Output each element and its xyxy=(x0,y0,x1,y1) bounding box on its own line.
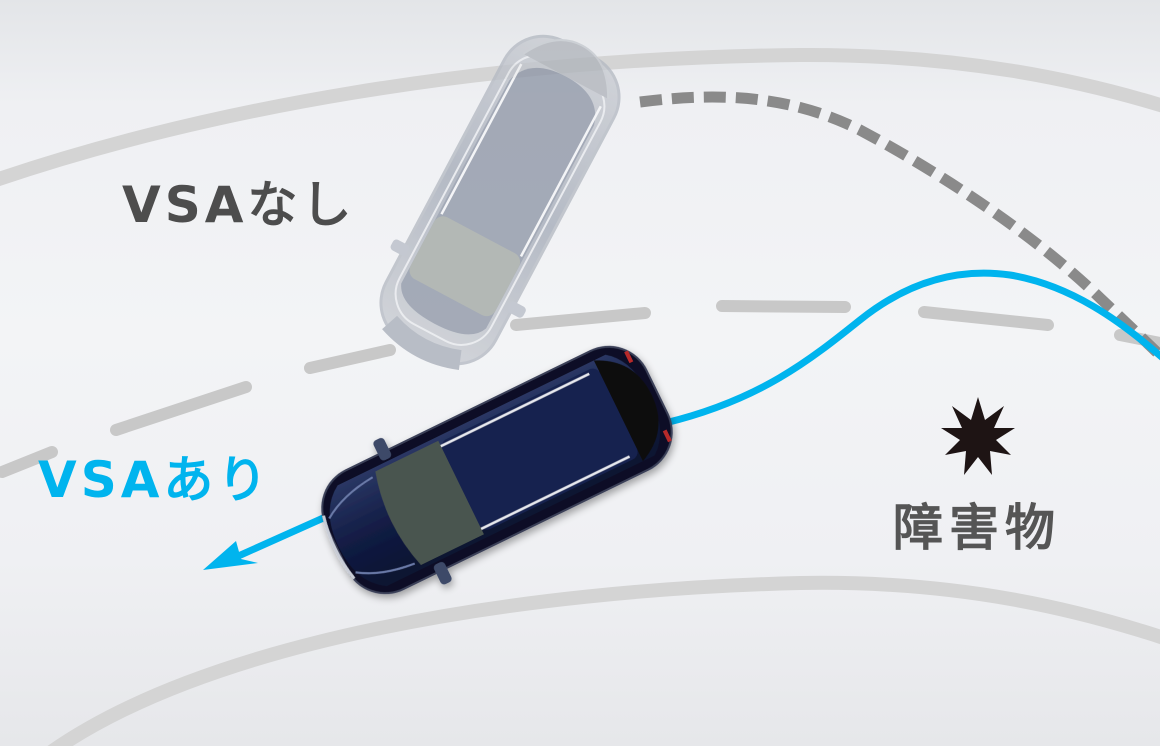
path-with-vsa xyxy=(661,269,1160,427)
road-edge-top xyxy=(0,47,1160,187)
lane-center-dashes xyxy=(0,300,1160,478)
car-with-vsa xyxy=(321,345,673,595)
burst-star-icon xyxy=(941,397,1015,475)
car-without-vsa xyxy=(379,34,621,370)
label-without-vsa: VSAなし xyxy=(122,176,356,234)
label-with-vsa: VSAあり xyxy=(38,451,272,509)
path-with-vsa-exit xyxy=(221,511,334,566)
path-without-vsa xyxy=(639,91,1160,363)
arrow-left-down-icon xyxy=(203,541,258,570)
road-edge-bottom xyxy=(47,575,1160,746)
label-obstacle: 障害物 xyxy=(893,499,1061,557)
